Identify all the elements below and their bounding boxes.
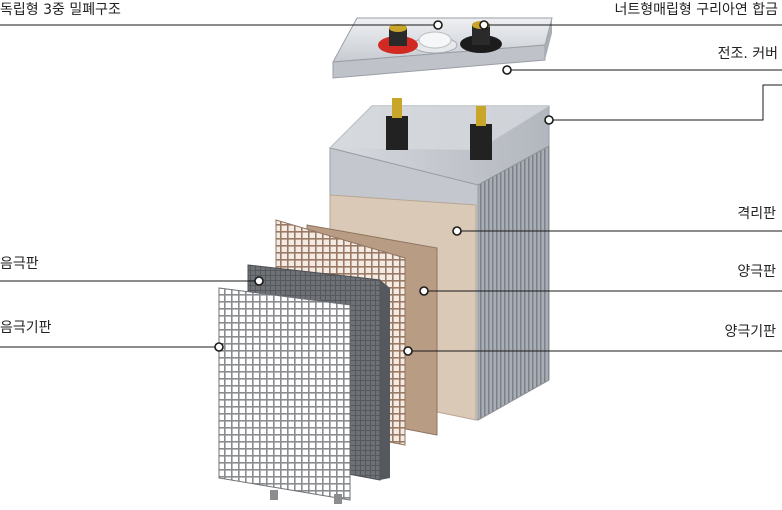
marker-terminal — [479, 20, 489, 30]
marker-case — [544, 115, 554, 125]
marker-positive-plate — [419, 286, 429, 296]
negative-grid — [218, 287, 351, 504]
label-negative-grid: 음극기판 — [0, 320, 52, 336]
battery-cover — [332, 17, 553, 79]
label-positive-grid: 양극기판 — [724, 324, 776, 340]
case-posts — [386, 98, 492, 160]
leader-case — [549, 84, 782, 121]
marker-separator — [452, 226, 462, 236]
label-cover: 전조. 커버 — [717, 46, 778, 62]
marker-cover — [502, 65, 512, 75]
label-sealing: 독립형 3중 밀폐구조 — [0, 2, 121, 18]
label-separator: 격리판 — [737, 206, 776, 222]
marker-positive-grid — [403, 346, 413, 356]
label-positive-plate: 양극판 — [737, 264, 776, 280]
terminal-red — [378, 24, 418, 54]
marker-sealing — [433, 20, 443, 30]
marker-negative-plate — [254, 276, 264, 286]
marker-negative-grid — [214, 342, 224, 352]
label-negative-plate: 음극판 — [0, 256, 39, 272]
label-terminal: 너트형매립형 구리아연 합금 — [614, 2, 778, 18]
